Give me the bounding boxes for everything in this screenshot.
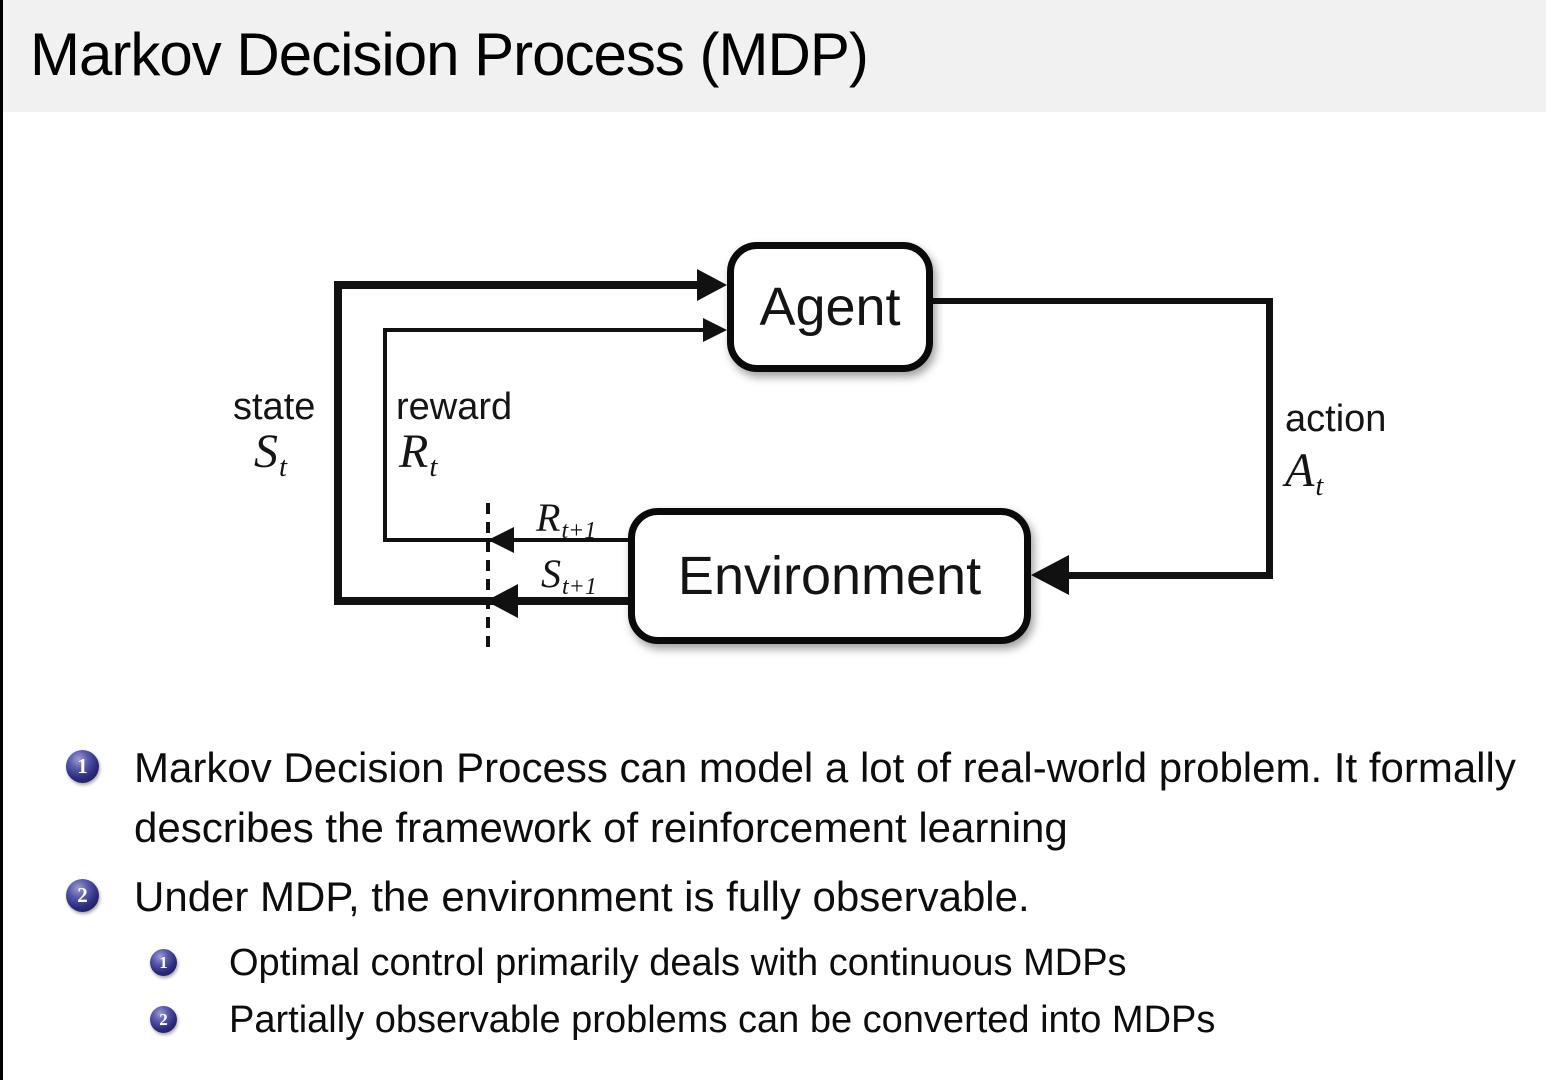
state-symbol-base: S (254, 425, 278, 478)
reward-line-to-agent (385, 328, 706, 332)
action-line-to-environment (1065, 572, 1273, 579)
arrowhead-left-icon (488, 527, 514, 553)
action-symbol-base: A (1285, 444, 1315, 497)
reward-symbol-base: R (399, 425, 429, 478)
state-label: state (233, 386, 316, 428)
state-line-to-agent (338, 281, 700, 289)
arrowhead-left-icon (1031, 555, 1069, 595)
action-label: action (1285, 398, 1387, 440)
arrowhead-left-icon (486, 584, 518, 618)
action-line-vertical (1266, 298, 1273, 578)
list-item: 2 Under MDP, the environment is fully ob… (66, 867, 1536, 927)
reward-symbol-sub: t (429, 450, 438, 483)
bullet-text: Markov Decision Process can model a lot … (134, 744, 1516, 851)
arrowhead-right-icon (703, 318, 727, 342)
next-state-symbol-base: S (541, 551, 561, 596)
action-symbol: At (1285, 443, 1323, 500)
environment-node: Environment (628, 508, 1031, 644)
state-symbol: St (254, 424, 287, 481)
enum-ball-2-icon: 2 (150, 1006, 177, 1033)
next-state-symbol: St+1 (541, 550, 597, 601)
state-symbol-sub: t (279, 450, 288, 483)
next-reward-symbol-sub: t+1 (561, 518, 597, 545)
slide-title: Markov Decision Process (MDP) (30, 21, 869, 88)
reward-symbol: Rt (399, 424, 437, 481)
agent-node-label: Agent (759, 277, 901, 337)
reward-label: reward (396, 386, 513, 428)
list-item: 1 Optimal control primarily deals with c… (150, 936, 1536, 990)
state-line-from-environment (334, 597, 630, 605)
action-symbol-sub: t (1315, 469, 1324, 502)
state-line-vertical (334, 281, 342, 605)
list-item: 2 Partially observable problems can be c… (150, 993, 1536, 1047)
agent-node: Agent (727, 242, 933, 372)
list-item: 1 Markov Decision Process can model a lo… (66, 738, 1536, 858)
screen-left-edge-line (0, 0, 3, 1080)
enum-ball-2-icon: 2 (66, 879, 99, 912)
next-state-symbol-sub: t+1 (562, 574, 597, 601)
bullet-list: 1 Markov Decision Process can model a lo… (66, 738, 1536, 1050)
bullet-text: Under MDP, the environment is fully obse… (134, 873, 1030, 920)
next-reward-symbol: Rt+1 (536, 494, 597, 545)
enum-ball-1-icon: 1 (150, 949, 177, 976)
mdp-agent-environment-diagram: Agent Environment state reward action St… (233, 242, 1387, 649)
next-reward-symbol-base: R (536, 495, 561, 540)
title-bar: Markov Decision Process (MDP) (0, 0, 1546, 112)
arrowhead-right-icon (697, 269, 727, 301)
enum-ball-1-icon: 1 (66, 750, 99, 783)
timestep-boundary-dashed-line (486, 503, 490, 649)
environment-node-label: Environment (677, 546, 982, 606)
sub-bullet-list: 1 Optimal control primarily deals with c… (150, 936, 1536, 1047)
bullet-text: Partially observable problems can be con… (229, 999, 1216, 1041)
bullet-text: Optimal control primarily deals with con… (229, 942, 1127, 984)
action-line-from-agent (931, 298, 1273, 304)
reward-line-vertical (383, 328, 387, 542)
